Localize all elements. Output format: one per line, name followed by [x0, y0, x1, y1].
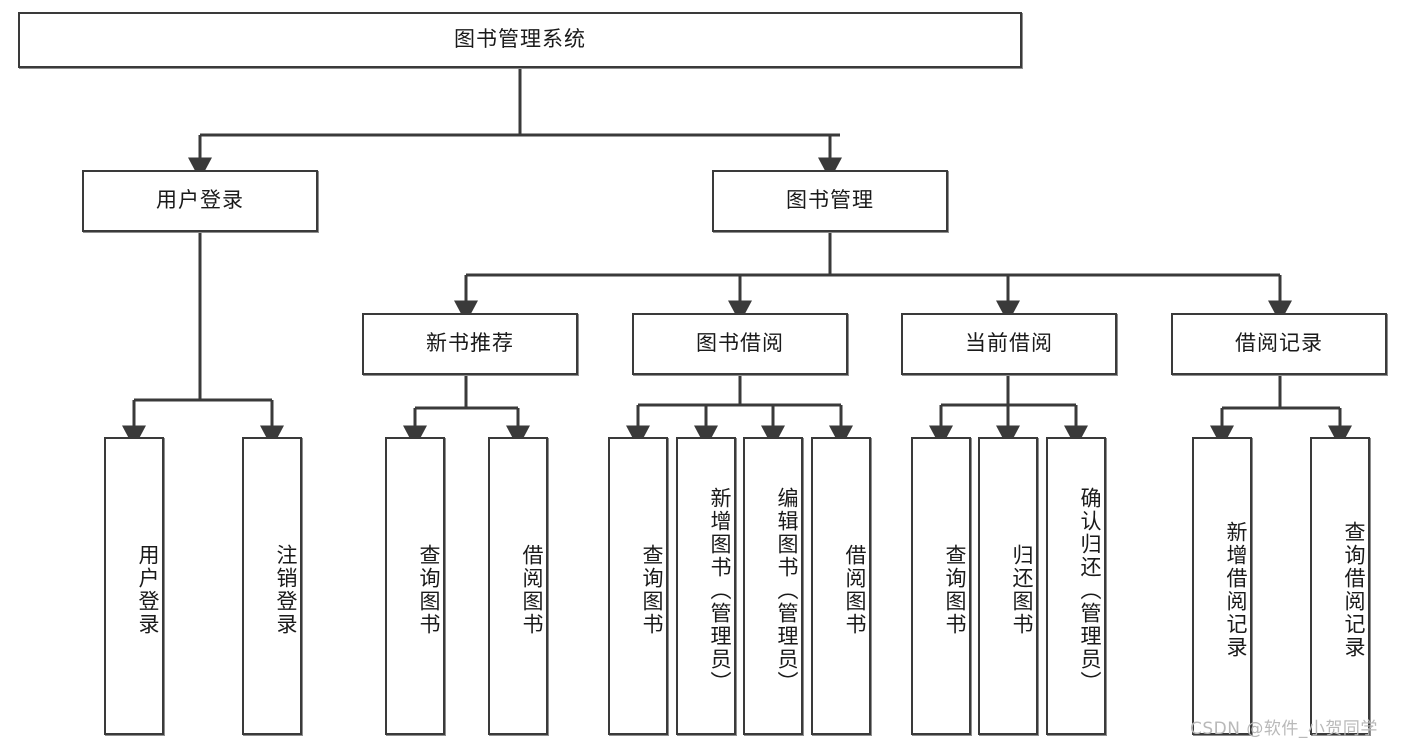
node-label: 新增图书（管理员） — [708, 486, 732, 694]
leaf-add-book-admin[interactable]: 新增图书（管理员） — [676, 437, 736, 735]
node-label: 新增借阅记录 — [1224, 521, 1248, 659]
node-label: 借阅记录 — [1235, 331, 1323, 356]
node-label: 借阅图书 — [520, 544, 544, 636]
node-label: 确认归还（管理员） — [1078, 486, 1102, 694]
node-root-book-management-system[interactable]: 图书管理系统 — [18, 12, 1022, 68]
leaf-query-borrow-record[interactable]: 查询借阅记录 — [1310, 437, 1370, 735]
node-label: 查询图书 — [943, 544, 967, 636]
node-label: 图书借阅 — [696, 331, 784, 356]
node-label: 图书管理 — [786, 188, 874, 213]
node-book-management[interactable]: 图书管理 — [712, 170, 948, 232]
leaf-logout[interactable]: 注销登录 — [242, 437, 302, 735]
leaf-query-book-current[interactable]: 查询图书 — [911, 437, 971, 735]
node-label: 编辑图书（管理员） — [775, 486, 799, 694]
node-label: 当前借阅 — [965, 331, 1053, 356]
node-label: 图书管理系统 — [454, 27, 586, 52]
node-label: 新书推荐 — [426, 331, 514, 356]
leaf-borrow-book[interactable]: 借阅图书 — [811, 437, 871, 735]
node-current-borrowing[interactable]: 当前借阅 — [901, 313, 1117, 375]
node-label: 归还图书 — [1010, 544, 1034, 636]
leaf-user-login[interactable]: 用户登录 — [104, 437, 164, 735]
leaf-query-book-borrow[interactable]: 查询图书 — [608, 437, 668, 735]
node-new-book-recommendation[interactable]: 新书推荐 — [362, 313, 578, 375]
node-label: 查询借阅记录 — [1342, 521, 1366, 659]
node-label: 查询图书 — [640, 544, 664, 636]
node-label: 用户登录 — [136, 544, 160, 636]
leaf-return-book[interactable]: 归还图书 — [978, 437, 1038, 735]
node-label: 注销登录 — [274, 544, 298, 636]
csdn-watermark: CSDN @软件_小贺同学 — [1190, 719, 1378, 739]
node-user-login[interactable]: 用户登录 — [82, 170, 318, 232]
node-borrowing-records[interactable]: 借阅记录 — [1171, 313, 1387, 375]
node-book-borrowing[interactable]: 图书借阅 — [632, 313, 848, 375]
node-label: 查询图书 — [417, 544, 441, 636]
node-label: 借阅图书 — [843, 544, 867, 636]
leaf-borrow-book-newbook[interactable]: 借阅图书 — [488, 437, 548, 735]
node-label: 用户登录 — [156, 188, 244, 213]
leaf-add-borrow-record[interactable]: 新增借阅记录 — [1192, 437, 1252, 735]
leaf-query-book-newbook[interactable]: 查询图书 — [385, 437, 445, 735]
leaf-confirm-return-admin[interactable]: 确认归还（管理员） — [1046, 437, 1106, 735]
leaf-edit-book-admin[interactable]: 编辑图书（管理员） — [743, 437, 803, 735]
